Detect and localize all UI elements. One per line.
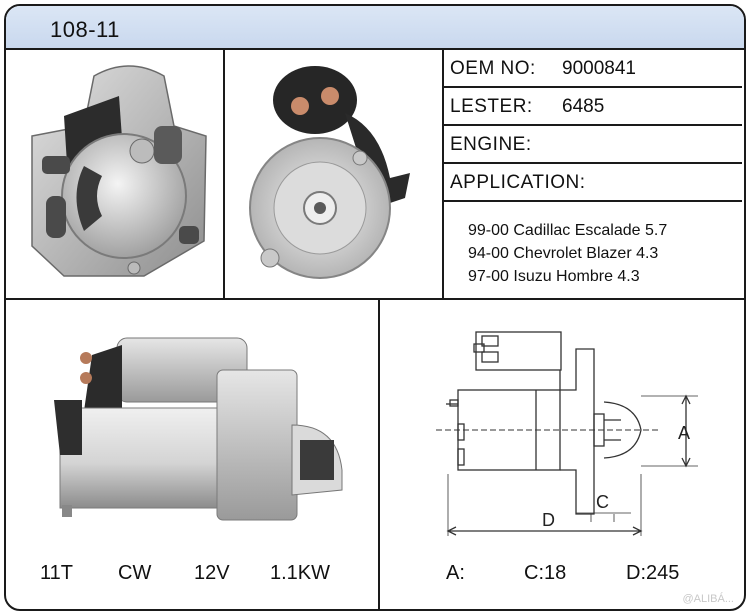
application-item: 94-00 Chevrolet Blazer 4.3 bbox=[468, 245, 659, 262]
divider bbox=[442, 50, 444, 300]
oem-label: OEM NO: bbox=[450, 58, 536, 79]
drawing-label-d: D bbox=[542, 510, 555, 530]
drawing-label-a: A bbox=[678, 423, 690, 443]
application-list: 99-00 Cadillac Escalade 5.7 94-00 Chevro… bbox=[468, 219, 738, 288]
spec-rotation: CW bbox=[118, 562, 152, 584]
spec-power: 1.1KW bbox=[270, 562, 331, 584]
lester-label: LESTER: bbox=[450, 96, 533, 117]
divider bbox=[6, 298, 744, 300]
application-label: APPLICATION: bbox=[450, 172, 586, 193]
spec-row-oem: OEM NO: 9000841 bbox=[442, 50, 742, 88]
divider bbox=[223, 50, 225, 300]
starter-front-photo bbox=[249, 66, 410, 279]
header-bar: 108-11 bbox=[6, 6, 744, 50]
dimension-drawing: A C D bbox=[436, 331, 698, 536]
spec-row-engine: ENGINE: bbox=[442, 126, 742, 164]
starter-rear-photo bbox=[31, 65, 207, 277]
application-item: 99-00 Cadillac Escalade 5.7 bbox=[468, 222, 668, 239]
spec-row-lester: LESTER: 6485 bbox=[442, 88, 742, 126]
dimension-d: D:245 bbox=[626, 562, 680, 584]
starter-side-photo bbox=[54, 337, 343, 521]
lester-value: 6485 bbox=[562, 96, 605, 117]
spec-voltage: 12V bbox=[194, 562, 230, 584]
dimension-c: C:18 bbox=[524, 562, 567, 584]
watermark: @ALIBÁ... bbox=[682, 593, 734, 605]
model-number: 108-11 bbox=[50, 17, 120, 42]
divider bbox=[378, 298, 380, 609]
oem-value: 9000841 bbox=[562, 58, 636, 79]
dimension-a: A: bbox=[446, 562, 465, 584]
spec-row-application: APPLICATION: bbox=[442, 164, 742, 202]
product-card: 108-11 OEM NO: 9000841 LESTER: 6485 ENGI… bbox=[4, 4, 746, 611]
spec-teeth: 11T bbox=[40, 562, 73, 584]
drawing-label-c: C bbox=[596, 492, 609, 512]
engine-label: ENGINE: bbox=[450, 134, 532, 155]
application-item: 97-00 Isuzu Hombre 4.3 bbox=[468, 268, 640, 285]
